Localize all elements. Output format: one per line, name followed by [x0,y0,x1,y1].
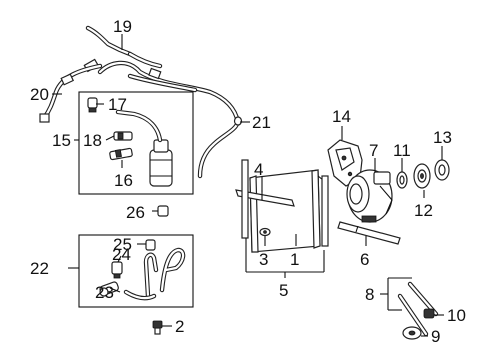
part-9-cap [402,326,422,340]
callout-25: 25 [113,235,132,254]
part-13-plate [434,159,450,181]
callout-5: 5 [279,281,288,300]
part-21-hose [197,116,243,179]
part-26-cap [157,205,169,217]
part-23-valve-core [99,281,119,297]
part-17-switch [87,97,98,113]
part-19-hose-assembly [83,25,241,125]
part-11-ring [396,171,408,189]
callout-26: 26 [126,203,145,222]
part-16-fitting [109,147,133,161]
callout-10: 10 [447,306,466,325]
callout-15: 15 [52,131,71,150]
part-2-bolt [152,320,163,335]
callout-11: 11 [393,141,411,160]
callout-13: 13 [433,128,452,147]
callout-21: 21 [252,113,271,132]
callout-12: 12 [414,201,433,220]
callout-24: 24 [112,245,131,264]
part-18-fitting [113,131,133,141]
part-3-grommet [259,227,271,237]
callout-7: 7 [369,141,378,160]
callout-1: 1 [290,250,299,269]
callout-9: 9 [431,327,440,346]
part-7-compressor [346,169,393,223]
callout-8: 8 [365,285,374,304]
part-14-bracket [327,139,363,187]
callout-19: 19 [113,17,132,36]
callout-22: 22 [30,259,49,278]
callout-2: 2 [175,317,184,336]
part-15-accumulator [115,109,173,187]
part-24-valve [111,261,123,279]
part-left-seal [241,159,249,239]
part-20-hose [39,63,103,123]
part-22-hose-lines [123,247,186,301]
group-box-15 [78,91,194,195]
callout-23: 23 [95,283,114,302]
callout-3: 3 [259,250,268,269]
callout-17: 17 [108,95,127,114]
callout-4: 4 [254,160,263,179]
part-25-cap [145,239,156,251]
callout-20: 20 [30,85,49,104]
leader-lines [52,34,444,337]
part-12-pulley [413,163,431,189]
part-6-seal [337,221,401,245]
callout-labels: 19 20 17 15 18 16 21 26 22 25 24 23 2 4 … [30,17,466,346]
part-1-condenser [249,169,329,253]
callout-18: 18 [83,131,102,150]
callout-16: 16 [114,171,133,190]
part-10-fitting [423,308,435,319]
callout-6: 6 [360,250,369,269]
group-box-22 [78,234,194,308]
callout-14: 14 [332,107,351,126]
